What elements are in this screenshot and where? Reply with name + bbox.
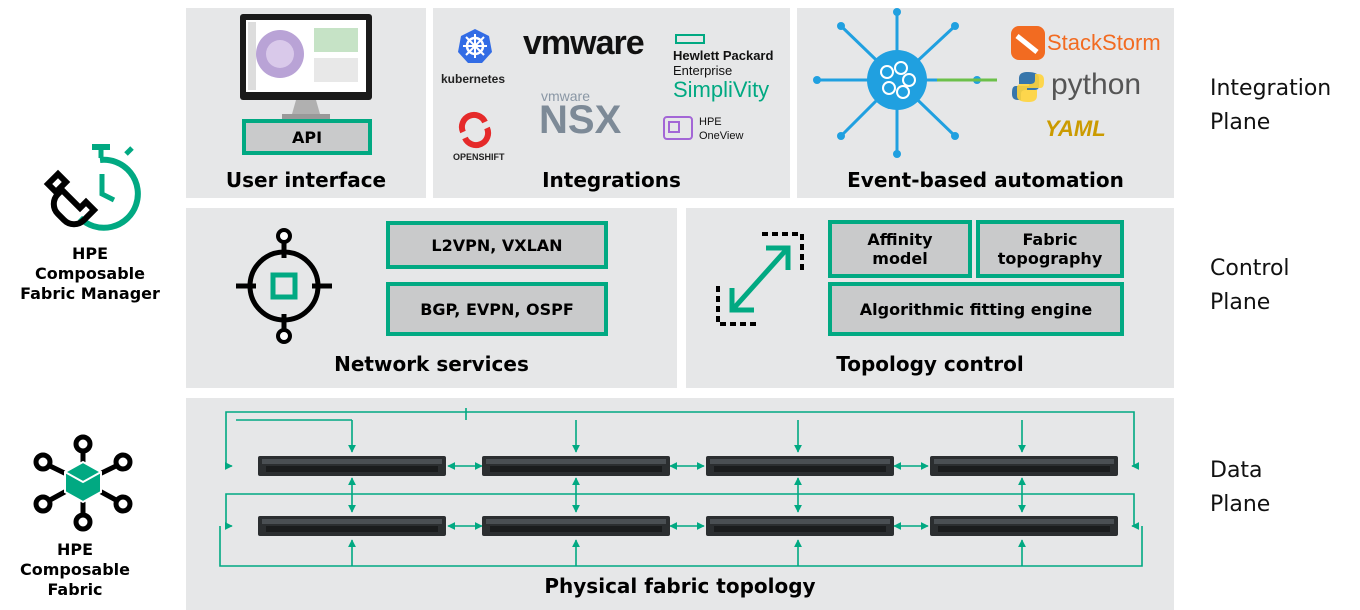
automation-hub-icon xyxy=(813,8,997,158)
hpe-logo-line2: Enterprise xyxy=(673,63,733,78)
composable-fabric-manager-label: HPE Composable Fabric Manager xyxy=(20,244,160,303)
integrations-panel: kubernetes vmware vmware NSX OPENSHIFT H… xyxy=(433,8,790,198)
bgp-evpn-ospf-box: BGP, EVPN, OSPF xyxy=(386,282,608,336)
switch-row-2 xyxy=(258,516,1118,536)
algorithmic-fitting-engine-box: Algorithmic fitting engine xyxy=(828,282,1124,336)
switch-row-1 xyxy=(258,456,1118,476)
physical-fabric-topology-title: Physical fabric topology xyxy=(544,574,816,598)
integration-plane-label: Integration Plane xyxy=(1210,76,1332,135)
openshift-icon xyxy=(458,111,492,149)
stackstorm-icon xyxy=(1011,26,1045,60)
network-target-icon xyxy=(236,228,332,344)
oneview-icon xyxy=(663,116,693,140)
stackstorm-logo: StackStorm xyxy=(1047,30,1161,55)
control-plane-label: Control Plane xyxy=(1210,256,1290,315)
kubernetes-icon xyxy=(458,29,492,63)
vmware-small-logo: vmware xyxy=(541,88,591,104)
fabric-hexagon-icon xyxy=(33,434,133,532)
hpe-bar-icon xyxy=(675,34,705,44)
event-based-automation-panel: StackStorm python YAML Event-based autom… xyxy=(797,8,1174,198)
monitor-icon xyxy=(240,14,372,120)
integrations-title: Integrations xyxy=(542,168,681,192)
kubernetes-logo-text: kubernetes xyxy=(441,72,506,86)
topology-control-title: Topology control xyxy=(836,352,1024,376)
yaml-logo: YAML xyxy=(1045,116,1106,141)
physical-fabric-topology-panel: Physical fabric topology xyxy=(186,398,1174,610)
hpe-logo-line1: Hewlett Packard xyxy=(673,48,774,63)
nsx-logo: NSX xyxy=(539,98,622,142)
data-plane-label: Data Plane xyxy=(1210,458,1271,517)
user-interface-title: User interface xyxy=(225,168,387,192)
event-based-automation-title: Event-based automation xyxy=(847,168,1124,192)
python-logo: python xyxy=(1051,68,1142,101)
stopwatch-wrench-icon xyxy=(43,144,141,231)
user-interface-panel: API User interface xyxy=(186,8,426,198)
resize-arrows-icon xyxy=(716,232,804,326)
composable-fabric-label: HPE Composable Fabric xyxy=(20,540,130,599)
fabric-topology-diagram xyxy=(219,408,1143,567)
oneview-logo-line1: HPE xyxy=(699,116,722,128)
openshift-logo-text: OPENSHIFT xyxy=(453,152,505,162)
api-box: API xyxy=(242,119,372,155)
python-icon xyxy=(1012,72,1044,102)
l2vpn-vxlan-box: L2VPN, VXLAN xyxy=(386,221,608,269)
network-services-title: Network services xyxy=(334,352,529,376)
network-services-panel: L2VPN, VXLAN BGP, EVPN, OSPF Network ser… xyxy=(186,208,677,388)
vmware-logo: vmware xyxy=(523,24,645,62)
simplivity-logo: SimpliVity xyxy=(673,77,770,102)
oneview-logo-line2: OneView xyxy=(699,130,744,142)
